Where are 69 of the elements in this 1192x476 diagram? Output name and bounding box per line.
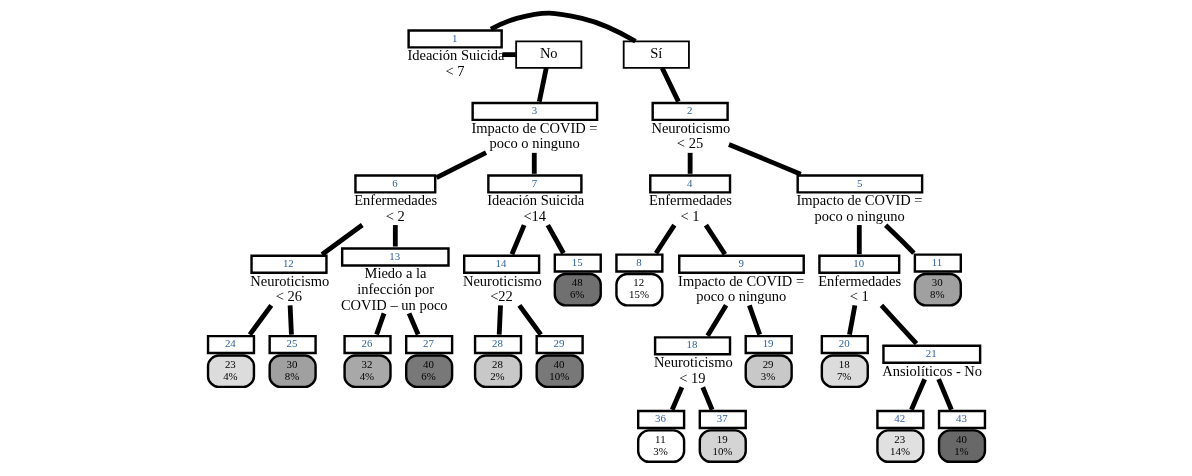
connector: [653, 223, 676, 255]
node-label: <22: [489, 288, 513, 305]
node-label: Miedo a la infección por COVID – un poco: [340, 265, 448, 313]
node-label: Ideación Suicida: [406, 47, 504, 64]
connector: [879, 303, 918, 346]
connector: [496, 305, 503, 335]
connector: [703, 223, 727, 256]
connector: [536, 67, 549, 103]
connector: [846, 304, 857, 336]
node-label: < 1: [849, 288, 869, 305]
node-box: 6: [353, 174, 436, 194]
connector: [883, 223, 916, 255]
node-label: < 26: [275, 288, 302, 305]
node-box: 10: [817, 254, 900, 274]
node-label: < 1: [679, 207, 700, 224]
node-label: Neuroticismo: [462, 272, 542, 289]
connector: [545, 223, 566, 255]
node-label: Ansiolíticos - No: [881, 362, 982, 379]
node-label: Impacto de COVID = poco o ninguno: [795, 192, 922, 224]
connector: [669, 386, 684, 411]
node-label: Enfermedades: [648, 192, 732, 209]
node-label: Impacto de COVID = poco o ninguno: [470, 119, 597, 152]
connector: [247, 303, 273, 337]
node-box: No: [514, 40, 582, 69]
connector: [501, 52, 516, 58]
connector: [516, 303, 543, 337]
node-label: < 25: [676, 135, 703, 152]
node-box: 1: [406, 29, 503, 49]
connector: [908, 378, 927, 411]
connector: [531, 152, 537, 174]
node-box: 14: [462, 254, 540, 274]
node-label: Ideación Suicida: [486, 192, 584, 209]
connector: [373, 312, 386, 336]
connector: [434, 150, 487, 180]
node-label: < 19: [678, 369, 706, 386]
node-box: 7: [486, 174, 583, 194]
node-label: < 7: [444, 62, 465, 79]
node-label: Neuroticismo: [249, 272, 329, 289]
node-box: 4: [648, 174, 731, 194]
connector: [489, 10, 637, 44]
connector: [392, 225, 398, 247]
connector: [320, 223, 364, 257]
node-box: 13: [340, 247, 450, 267]
node-label: Impacto de COVID = poco o ninguno: [677, 272, 804, 305]
connector: [509, 224, 526, 256]
connector: [287, 305, 294, 335]
node-label: Neuroticismo: [653, 354, 733, 371]
node-label: < 2: [385, 207, 405, 224]
connector: [659, 67, 681, 103]
connector: [746, 304, 762, 336]
node-box: 3: [470, 101, 598, 122]
node-box: 9: [677, 254, 805, 274]
node-box: 2: [650, 101, 729, 122]
connector: [687, 152, 693, 174]
node-label: Enfermedades: [817, 272, 901, 289]
connector: [700, 386, 714, 411]
node-box: 12: [249, 254, 328, 274]
node-label: Neuroticismo: [650, 119, 730, 136]
node-label: Enfermedades: [353, 192, 437, 209]
node-label: <14: [522, 207, 546, 224]
connector: [727, 142, 802, 177]
connector: [406, 312, 420, 336]
connector: [705, 304, 728, 337]
connector: [856, 225, 862, 255]
node-box: 18: [653, 336, 731, 356]
node-box: 21: [881, 344, 981, 364]
node-box: 5: [795, 174, 923, 194]
connector: [935, 378, 954, 411]
node-box: Sí: [622, 40, 690, 69]
